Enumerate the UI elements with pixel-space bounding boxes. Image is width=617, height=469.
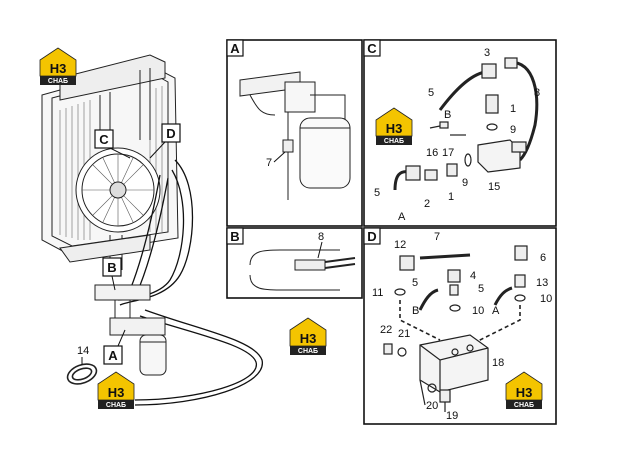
logo-sub: CHAБ <box>384 138 404 145</box>
panel-d-label-18: 18 <box>492 357 504 369</box>
panel-d-label-19: 19 <box>446 410 458 422</box>
panel-c-label-5b: 5 <box>374 187 380 199</box>
panel-c-label-1b: 1 <box>448 191 454 203</box>
panel-d-letter: D <box>367 229 376 244</box>
overview-label-c: C <box>99 132 109 147</box>
logo-mark: H3 <box>386 121 403 136</box>
panel-c-label-9b: 9 <box>462 177 468 189</box>
panel-d-label-13: 13 <box>536 277 548 289</box>
panel-d-label-10b: 10 <box>540 293 552 305</box>
logo-sub: CHAБ <box>48 78 68 85</box>
panel-d-label-10a: 10 <box>472 305 484 317</box>
panel-c-tag-b: B <box>444 109 451 121</box>
panel-d-label-22: 22 <box>380 324 392 336</box>
overview-callout-b: B <box>102 257 122 291</box>
panel-c-label-16: 16 <box>426 147 438 159</box>
logo-sub: CHAБ <box>514 402 534 409</box>
radiator-assembly <box>41 54 179 270</box>
overview-callout-c: C <box>94 129 131 159</box>
filter-assembly <box>94 284 167 376</box>
panel-c-label-3: 3 <box>484 47 490 59</box>
panel-c-label-5: 5 <box>428 87 434 99</box>
logo-mark: H3 <box>50 61 67 76</box>
overview-label-a: A <box>108 348 118 363</box>
panel-d-tag-a: A <box>492 305 500 317</box>
logo-bottom-left: H3 CHAБ <box>97 371 135 409</box>
overview-label-d: D <box>166 126 175 141</box>
panel-d-label-4: 4 <box>470 270 476 282</box>
panel-c-tag-a: A <box>398 211 406 223</box>
logo-panel-c: H3 CHAБ <box>375 107 413 145</box>
gasket-ring <box>66 363 98 385</box>
logo-bottom-right: H3 CHAБ <box>505 371 543 409</box>
panel-d-label-7: 7 <box>434 231 440 243</box>
panel-d-label-11: 11 <box>372 287 383 299</box>
panel-d-tag-b: B <box>412 305 419 317</box>
overview-callout-d: D <box>149 123 181 159</box>
panel-a-letter: A <box>230 41 240 56</box>
logo-mark: H3 <box>300 331 317 346</box>
logo-top-left: H3 CHAБ <box>39 47 77 85</box>
panel-d-label-5b: 5 <box>478 283 484 295</box>
panel-b-label-8: 8 <box>318 231 324 243</box>
panel-c-label-9a: 9 <box>510 124 516 136</box>
overview-label-b: B <box>107 260 116 275</box>
panel-d-label-12: 12 <box>394 239 406 251</box>
panel-c-label-8: 8 <box>534 87 540 99</box>
panel-b-letter: B <box>230 229 239 244</box>
panel-a: A 7 <box>226 39 363 227</box>
panel-b: B 8 <box>226 227 363 299</box>
panel-a-label-7: 7 <box>266 157 272 169</box>
panel-d-label-21: 21 <box>398 328 410 340</box>
panel-c-label-2: 2 <box>424 198 430 210</box>
logo-sub: CHAБ <box>298 348 318 355</box>
logo-sub: CHAБ <box>106 402 126 409</box>
overview-callout-a: A <box>103 329 126 365</box>
panel-c-label-17: 17 <box>442 147 454 159</box>
overview-label-14: 14 <box>77 345 89 357</box>
panel-c-letter: C <box>367 41 377 56</box>
logo-mark: H3 <box>108 385 125 400</box>
logo-mark: H3 <box>516 385 533 400</box>
panel-d-label-20: 20 <box>426 400 438 412</box>
panel-c-label-15: 15 <box>488 181 500 193</box>
panel-d-label-5a: 5 <box>412 277 418 289</box>
panel-c-label-1a: 1 <box>510 103 516 115</box>
panel-d-label-6: 6 <box>540 252 546 264</box>
logo-center: H3 CHAБ <box>289 317 327 355</box>
